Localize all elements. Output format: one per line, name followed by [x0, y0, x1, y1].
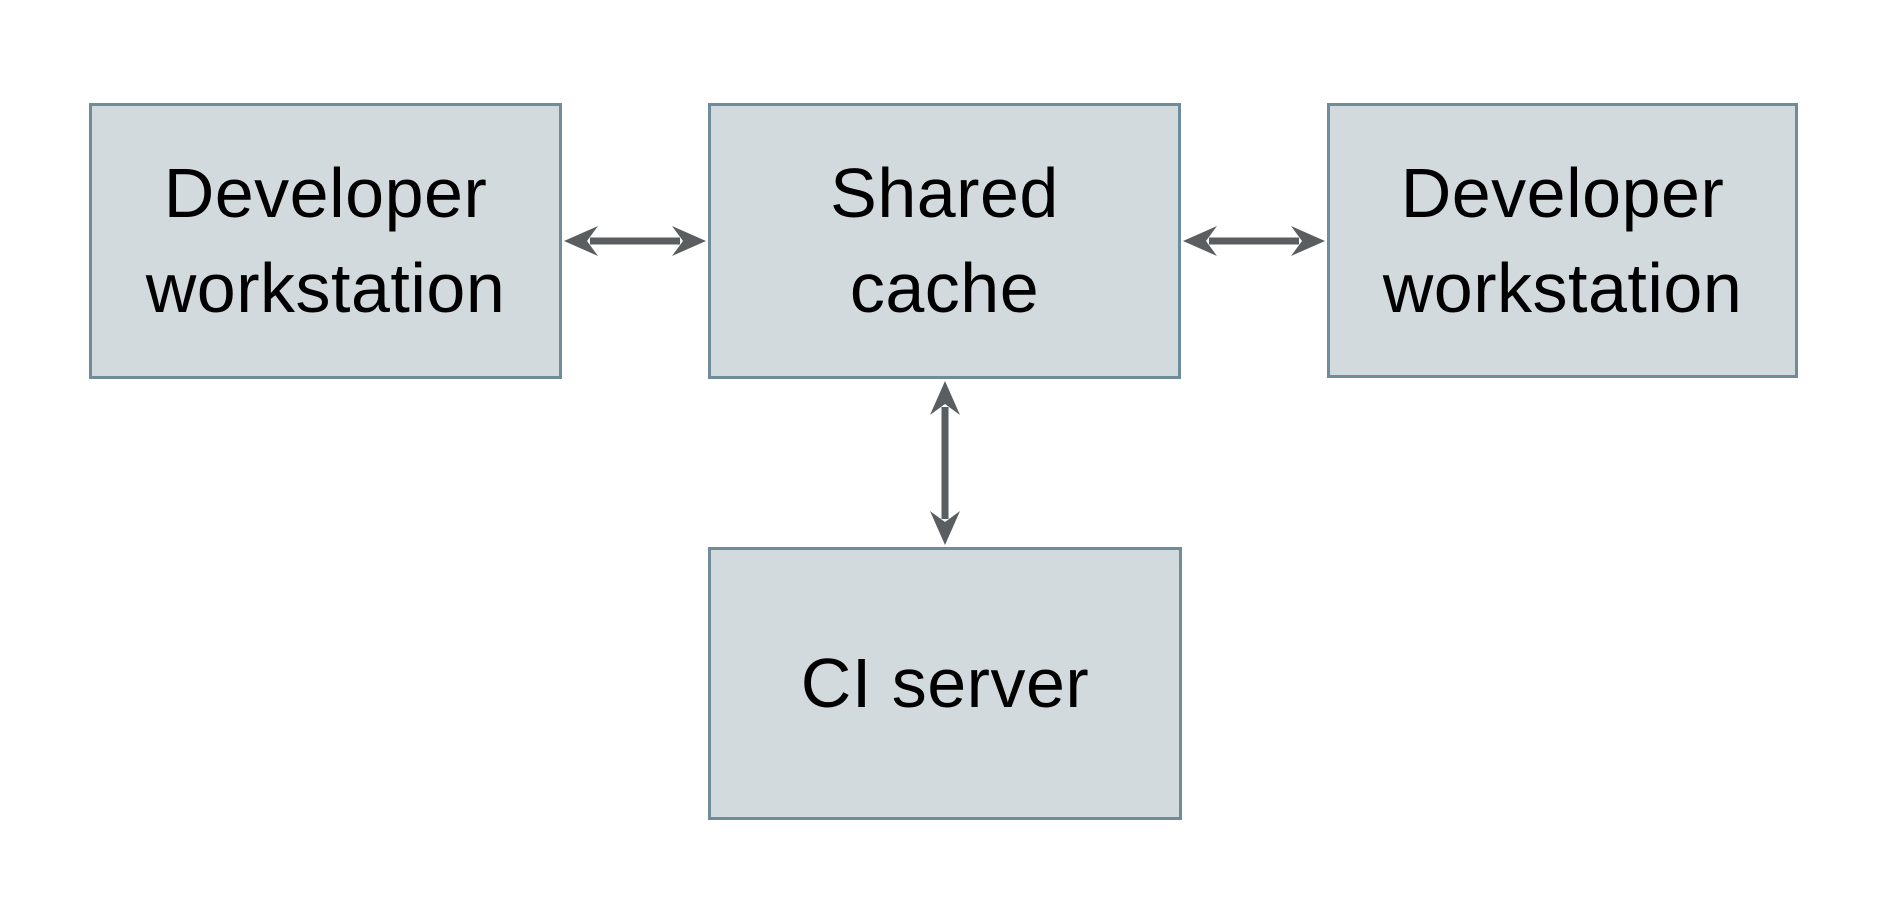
node-ci-server: CI server [708, 547, 1182, 820]
node-developer-workstation-right: Developer workstation [1327, 103, 1798, 378]
node-label: Developer workstation [145, 154, 506, 327]
node-label: CI server [800, 644, 1090, 722]
bidirectional-arrow-icon-right [1181, 221, 1327, 261]
node-label: Developer workstation [1382, 153, 1743, 327]
node-developer-workstation-left: Developer workstation [89, 103, 562, 379]
node-label: Shared cache [830, 154, 1059, 327]
node-shared-cache: Shared cache [708, 103, 1181, 379]
bidirectional-arrow-icon-left [562, 221, 708, 261]
bidirectional-arrow-icon-vertical [925, 379, 965, 547]
